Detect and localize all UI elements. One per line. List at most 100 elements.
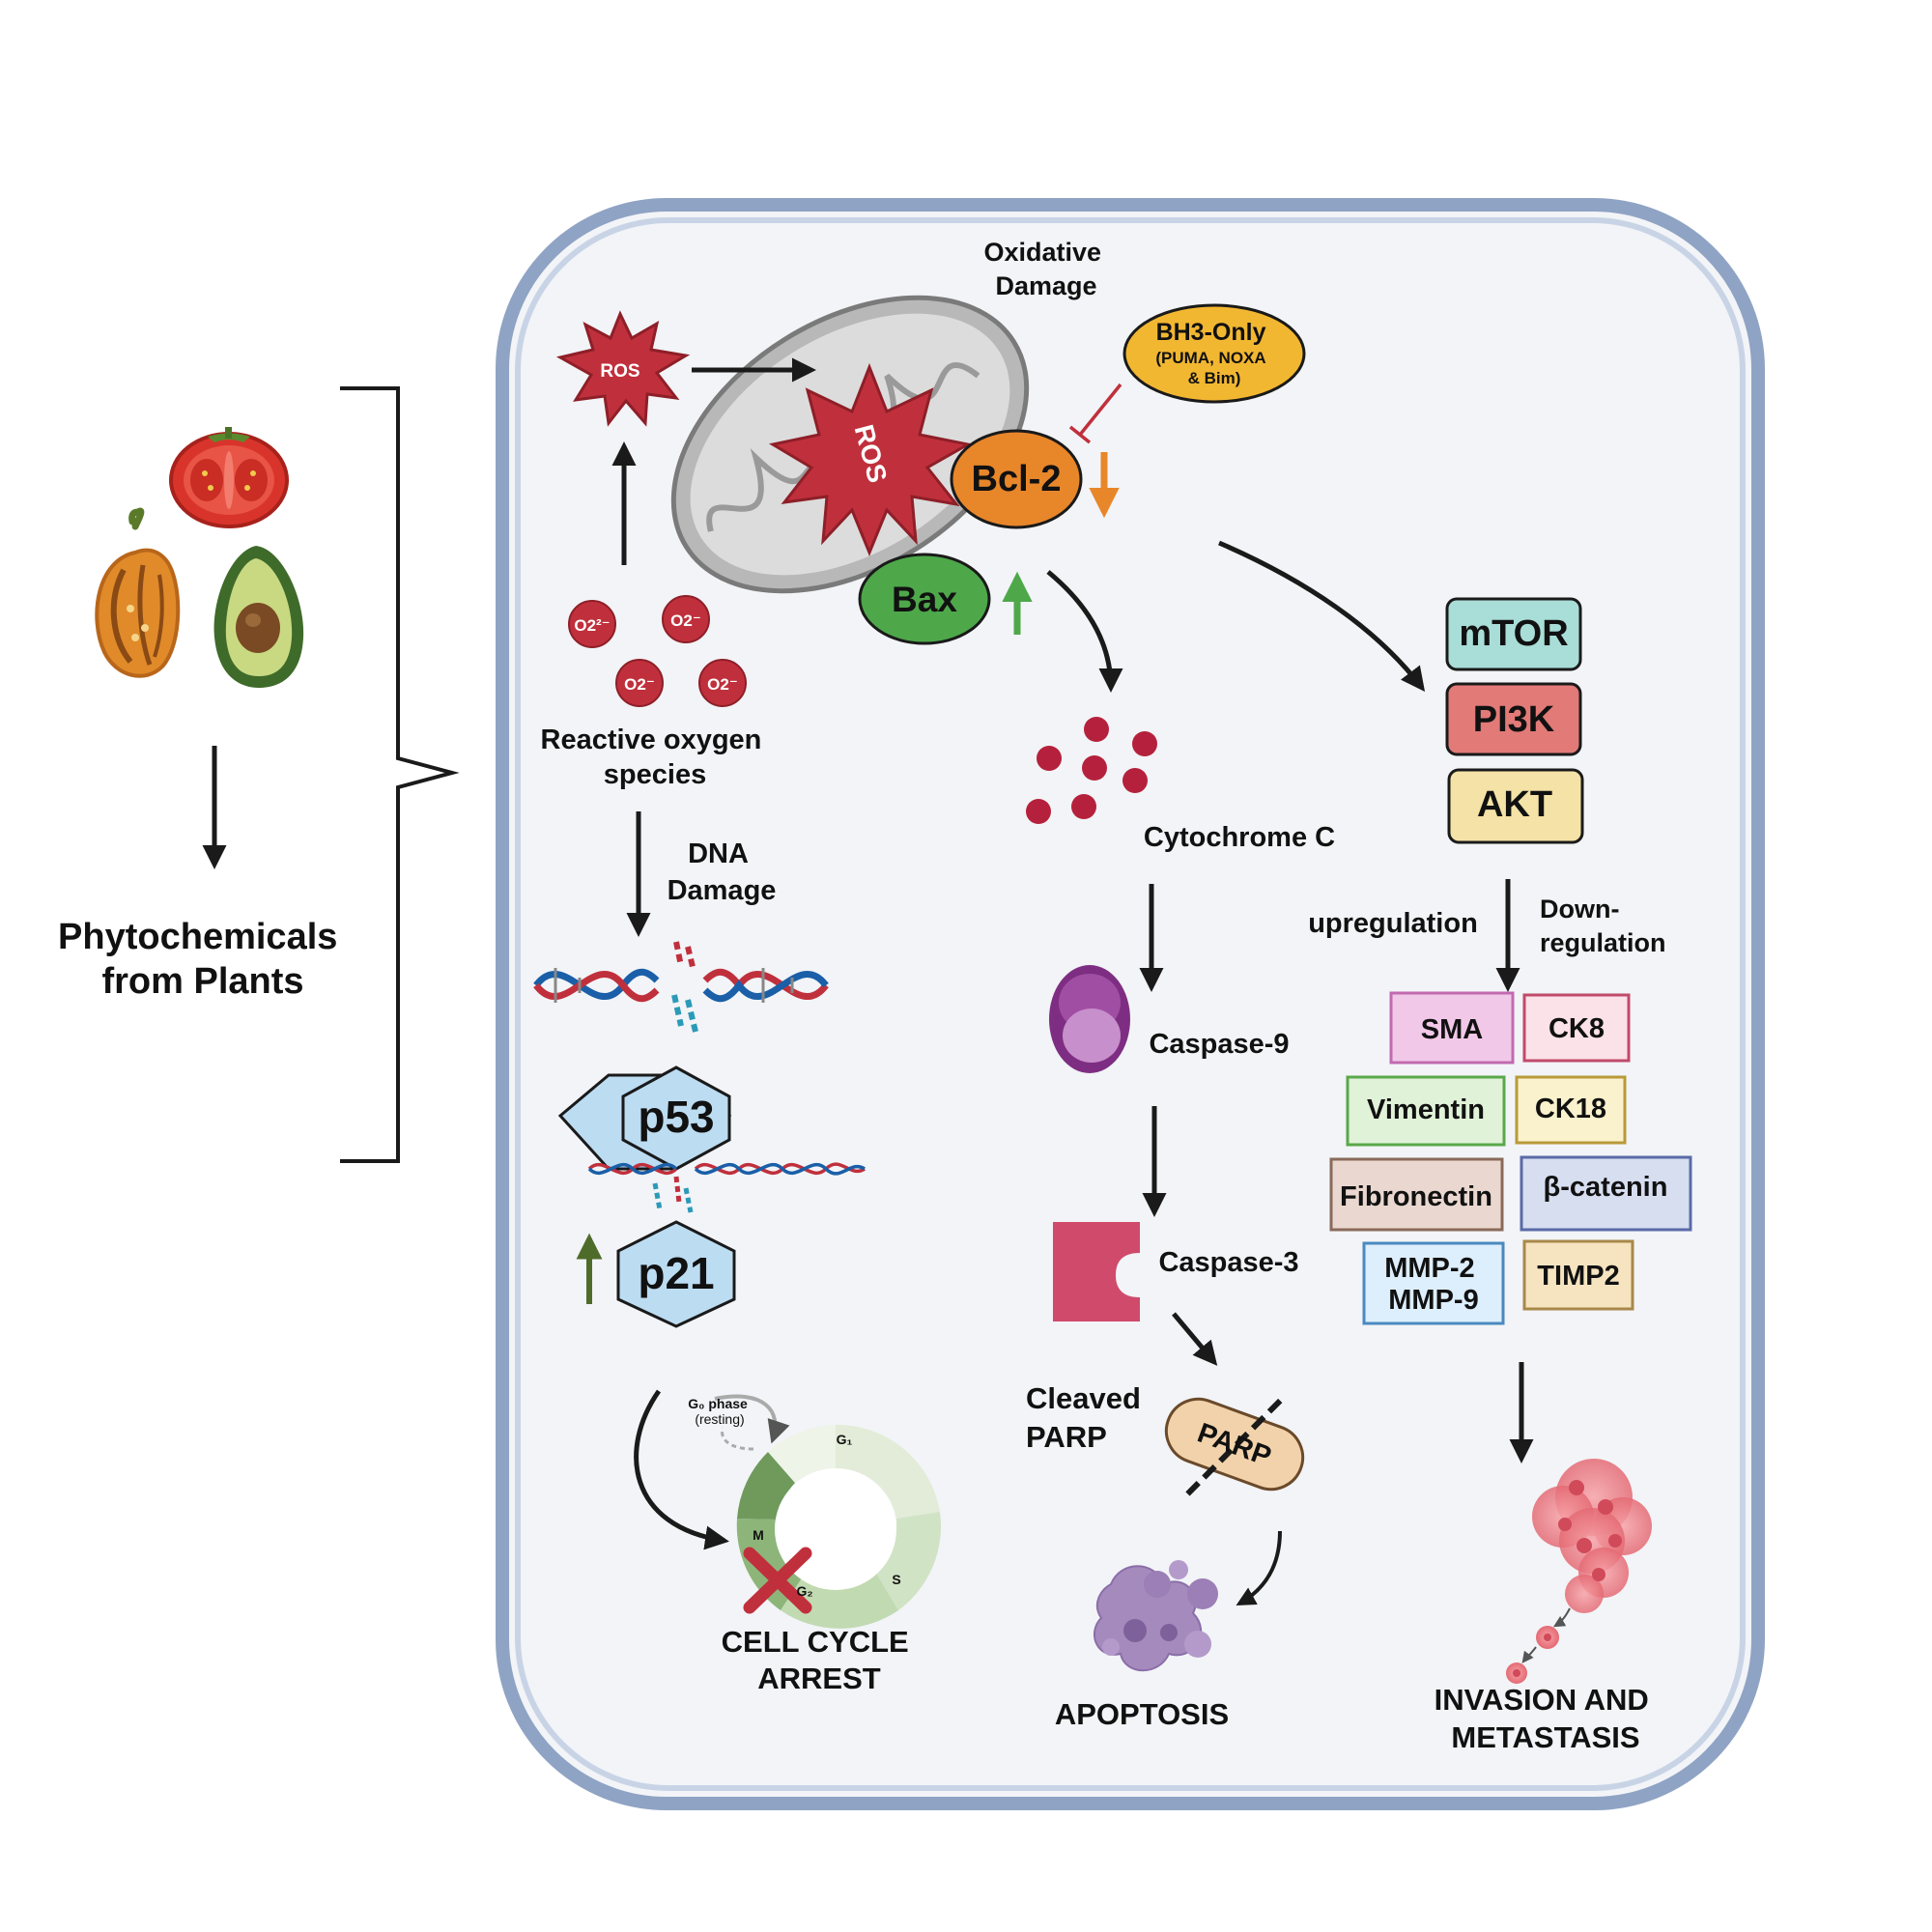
- cell-membrane-inner: [515, 217, 1746, 1791]
- cycle-cross: [743, 1547, 812, 1614]
- invasion-line-1: INVASION AND: [1435, 1683, 1649, 1717]
- tomato-icon: [169, 427, 289, 528]
- bcatenin-label: β-catenin: [1544, 1172, 1668, 1203]
- bax-label: Bax: [892, 580, 957, 619]
- mtor-box: [1445, 597, 1582, 671]
- bax-oval: [858, 553, 991, 645]
- superoxide-4: [698, 659, 747, 707]
- g0-phase-label: G₀ phase (resting): [688, 1396, 751, 1427]
- phase-s-label: S: [892, 1572, 900, 1587]
- sma-box: [1389, 991, 1515, 1065]
- dna-damage-line-1: DNA: [688, 838, 749, 869]
- phase-m-label: M: [753, 1527, 764, 1543]
- ck18-label: CK18: [1535, 1094, 1606, 1124]
- ck8-label: CK8: [1548, 1013, 1605, 1044]
- bh3-only-oval: [1122, 303, 1306, 404]
- dna-damage-line-2: Damage: [668, 875, 777, 906]
- mmp-label: MMP-2 MMP-9: [1384, 1253, 1483, 1316]
- superoxide-3: [615, 659, 664, 707]
- mtor-label: mTOR: [1459, 613, 1568, 654]
- tumor-cluster-icon: [1506, 1459, 1652, 1684]
- ck18-box: [1515, 1075, 1627, 1145]
- superoxide-1: [568, 600, 616, 648]
- ros-species-line-2: species: [604, 759, 706, 790]
- phytochemicals-line-1: Phytochemicals: [58, 917, 337, 957]
- ros-species-line-1: Reactive oxygen: [541, 724, 762, 755]
- timp2-label: TIMP2: [1537, 1261, 1619, 1292]
- phase-g1-label: G₁: [837, 1432, 853, 1447]
- bh3-line-1: BH3-Only: [1156, 319, 1266, 346]
- p21-to-cycle-arrow: [634, 1389, 729, 1550]
- superoxide-1-label: O2²⁻: [574, 616, 610, 635]
- bcatenin-box: [1520, 1155, 1692, 1232]
- superoxide-2-label: O2⁻: [670, 611, 701, 630]
- ros-small-label: ROS: [600, 361, 639, 382]
- cleaved-parp-label: Cleaved PARP: [1026, 1381, 1150, 1454]
- bcl2-oval: [950, 429, 1083, 529]
- apoptosis-label: APOPTOSIS: [1055, 1697, 1229, 1731]
- bax-to-cytochrome-arrow: [1046, 570, 1123, 693]
- bh3-label: BH3-Only (PUMA, NOXA & Bim): [1155, 319, 1272, 387]
- thin-dna-strand: [587, 1162, 866, 1213]
- cytochrome-c-molecules: [1026, 717, 1157, 824]
- ros-burst-small: [555, 310, 691, 427]
- downreg-line-1: Down-: [1540, 895, 1619, 923]
- pepper-icon: [95, 507, 181, 678]
- cleaved-parp-line-2: PARP: [1026, 1420, 1107, 1454]
- bracket: [340, 386, 460, 1163]
- mmp9-line: MMP-9: [1388, 1285, 1478, 1316]
- pi3k-label: PI3K: [1473, 699, 1555, 740]
- bh3-line-3: & Bim): [1188, 369, 1241, 387]
- downregulation-label: Down- regulation: [1540, 895, 1666, 957]
- cell-cycle-icon: [714, 1394, 942, 1629]
- casp3-to-parp-arrow: [1172, 1312, 1218, 1366]
- cytochrome-c-label: Cytochrome C: [1144, 822, 1335, 853]
- g0-line-2: (resting): [695, 1411, 744, 1427]
- ros-burst-large: [768, 362, 973, 556]
- mmp2-line: MMP-2: [1384, 1253, 1474, 1284]
- caspase9-icon: [1049, 965, 1130, 1073]
- vimentin-label: Vimentin: [1367, 1094, 1485, 1125]
- bcl2-label: Bcl-2: [972, 459, 1062, 499]
- superoxide-2: [662, 595, 710, 643]
- cleaved-parp-line-1: Cleaved: [1026, 1381, 1141, 1415]
- invasion-line-2: METASTASIS: [1451, 1720, 1639, 1754]
- invasion-label: INVASION AND METASTASIS: [1435, 1683, 1658, 1754]
- downreg-line-2: regulation: [1540, 928, 1666, 957]
- p53-label: p53: [638, 1092, 714, 1142]
- akt-label: AKT: [1477, 784, 1552, 825]
- mmp-box: [1362, 1241, 1505, 1325]
- superoxide-4-label: O2⁻: [707, 675, 738, 694]
- upregulation-label: upregulation: [1308, 908, 1478, 939]
- fibronectin-label: Fibronectin: [1340, 1181, 1492, 1212]
- bh3-inhibition-line: [1068, 383, 1122, 444]
- cell-membrane: [496, 198, 1765, 1810]
- avocado-icon: [213, 546, 304, 688]
- phytochemicals-line-2: from Plants: [101, 961, 303, 1002]
- pi3k-box: [1445, 682, 1582, 756]
- parp-to-apoptosis-arrow: [1236, 1530, 1282, 1605]
- ck8-box: [1522, 993, 1631, 1063]
- cca-line-2: ARREST: [757, 1662, 881, 1695]
- superoxide-3-label: O2⁻: [624, 675, 655, 694]
- dna-damage-label: DNA Damage: [668, 838, 777, 906]
- ros-species-label: Reactive oxygen species: [541, 724, 770, 790]
- oxidative-damage-label: Oxidative Damage: [983, 238, 1108, 300]
- apoptotic-cell-icon: [1093, 1560, 1218, 1672]
- caspase3-label: Caspase-3: [1158, 1247, 1298, 1278]
- phase-g2-label: G₂: [796, 1583, 812, 1599]
- bcl2-to-mtor-arrow: [1218, 540, 1426, 692]
- timp2-box: [1522, 1239, 1634, 1311]
- superoxide-molecules: O2²⁻ O2⁻ O2⁻ O2⁻: [568, 595, 747, 707]
- phytochemicals-label: Phytochemicals from Plants: [58, 917, 348, 1002]
- parp-icon: [1164, 1393, 1305, 1496]
- cell-cycle-arrest-label: CELL CYCLE ARREST: [722, 1625, 918, 1695]
- fibronectin-box: [1329, 1157, 1504, 1232]
- oxidative-line-2: Damage: [995, 271, 1096, 300]
- sma-label: SMA: [1421, 1014, 1484, 1045]
- oxidative-line-1: Oxidative: [983, 238, 1101, 267]
- caspase9-label: Caspase-9: [1149, 1029, 1289, 1060]
- dna-icon: [533, 941, 829, 1033]
- g0-line-1: G₀ phase: [688, 1396, 748, 1411]
